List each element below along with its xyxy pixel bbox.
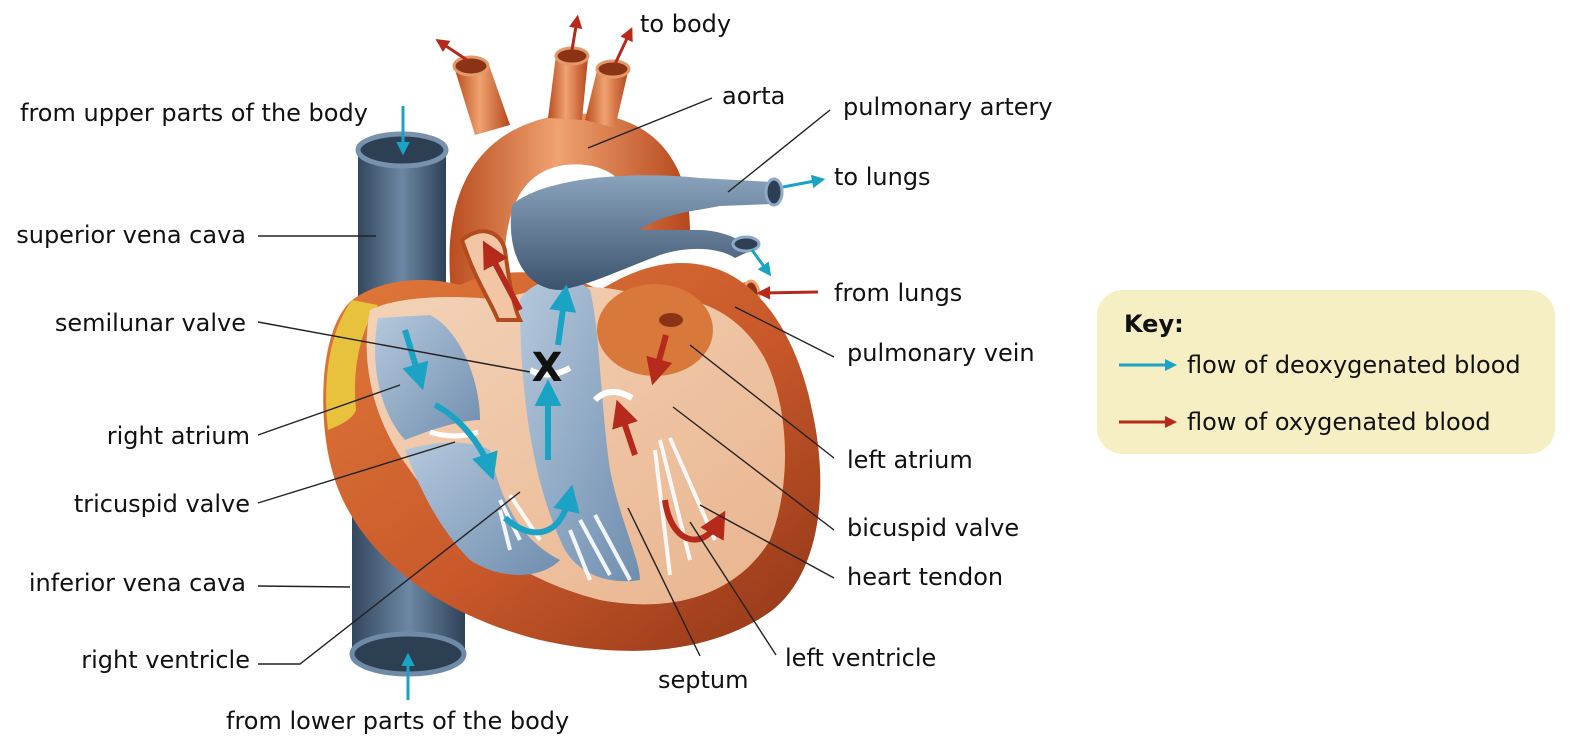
label-to-lungs: to lungs <box>834 163 931 191</box>
label-bicuspid-valve: bicuspid valve <box>847 514 1019 542</box>
pulmonary-trunk-inner <box>520 279 640 582</box>
label-tricuspid-valve: tricuspid valve <box>74 490 250 518</box>
semilunar-valve-shape <box>528 365 572 378</box>
aorta-branch-middle <box>548 55 588 120</box>
key-title: Key: <box>1124 310 1184 338</box>
left-atrium-opening <box>659 313 683 327</box>
right-ventricle-chamber <box>405 442 560 575</box>
external-arrows <box>396 14 826 700</box>
label-aorta: aorta <box>722 82 785 110</box>
label-left-atrium: left atrium <box>847 446 973 474</box>
label-inferior-vena-cava: inferior vena cava <box>29 569 246 597</box>
aorta-branch-left <box>455 62 510 135</box>
bicuspid-valve-shape <box>592 389 634 403</box>
label-semilunar-valve: semilunar valve <box>55 309 246 337</box>
label-from-upper-body: from upper parts of the body <box>20 99 368 127</box>
leader-lines <box>257 97 835 665</box>
oxygenated-arrow-icon <box>1119 416 1177 428</box>
heart-illustration: X <box>323 46 821 677</box>
label-left-ventricle: left ventricle <box>785 644 936 672</box>
label-septum: septum <box>658 666 749 694</box>
aorta-branch-middle-opening <box>554 46 590 66</box>
label-from-lungs: from lungs <box>834 279 962 307</box>
tricuspid-valve-shape <box>429 429 479 439</box>
deoxygenated-arrow-icon <box>1119 359 1177 371</box>
label-from-lower-body: from lower parts of the body <box>226 707 569 735</box>
aorta-vessel <box>449 113 690 301</box>
label-to-body: to body <box>640 10 731 38</box>
label-right-ventricle: right ventricle <box>81 646 250 674</box>
label-heart-tendon: heart tendon <box>847 563 1003 591</box>
marker-x: X <box>532 345 563 391</box>
deoxygenated-flow-arrows <box>402 284 580 536</box>
label-pulmonary-vein: pulmonary vein <box>847 339 1035 367</box>
aorta-branch-right-opening <box>595 59 631 79</box>
pulmonary-artery-vessel <box>510 175 772 290</box>
pulmonary-artery-opening-lower <box>731 235 761 253</box>
key-oxygenated-label: flow of oxygenated blood <box>1187 408 1491 436</box>
key-deoxygenated-label: flow of deoxygenated blood <box>1187 351 1521 379</box>
pulmonary-artery-opening-upper <box>764 177 784 207</box>
left-atrium-chamber <box>597 284 713 376</box>
key-legend: Key: flow of deoxygenated blood flow of … <box>1097 290 1555 454</box>
aorta-branch-right <box>585 66 628 128</box>
oxygenated-flow-arrows <box>482 240 726 543</box>
key-row-deoxygenated: flow of deoxygenated blood <box>1119 350 1521 380</box>
label-right-atrium: right atrium <box>107 422 250 450</box>
labels: to body aorta pulmonary artery from uppe… <box>16 10 1052 735</box>
fat-deposit <box>326 300 378 430</box>
aorta-branch-left-opening <box>452 55 490 77</box>
label-superior-vena-cava: superior vena cava <box>16 221 246 249</box>
key-row-oxygenated: flow of oxygenated blood <box>1119 407 1491 437</box>
label-pulmonary-artery: pulmonary artery <box>843 93 1053 121</box>
